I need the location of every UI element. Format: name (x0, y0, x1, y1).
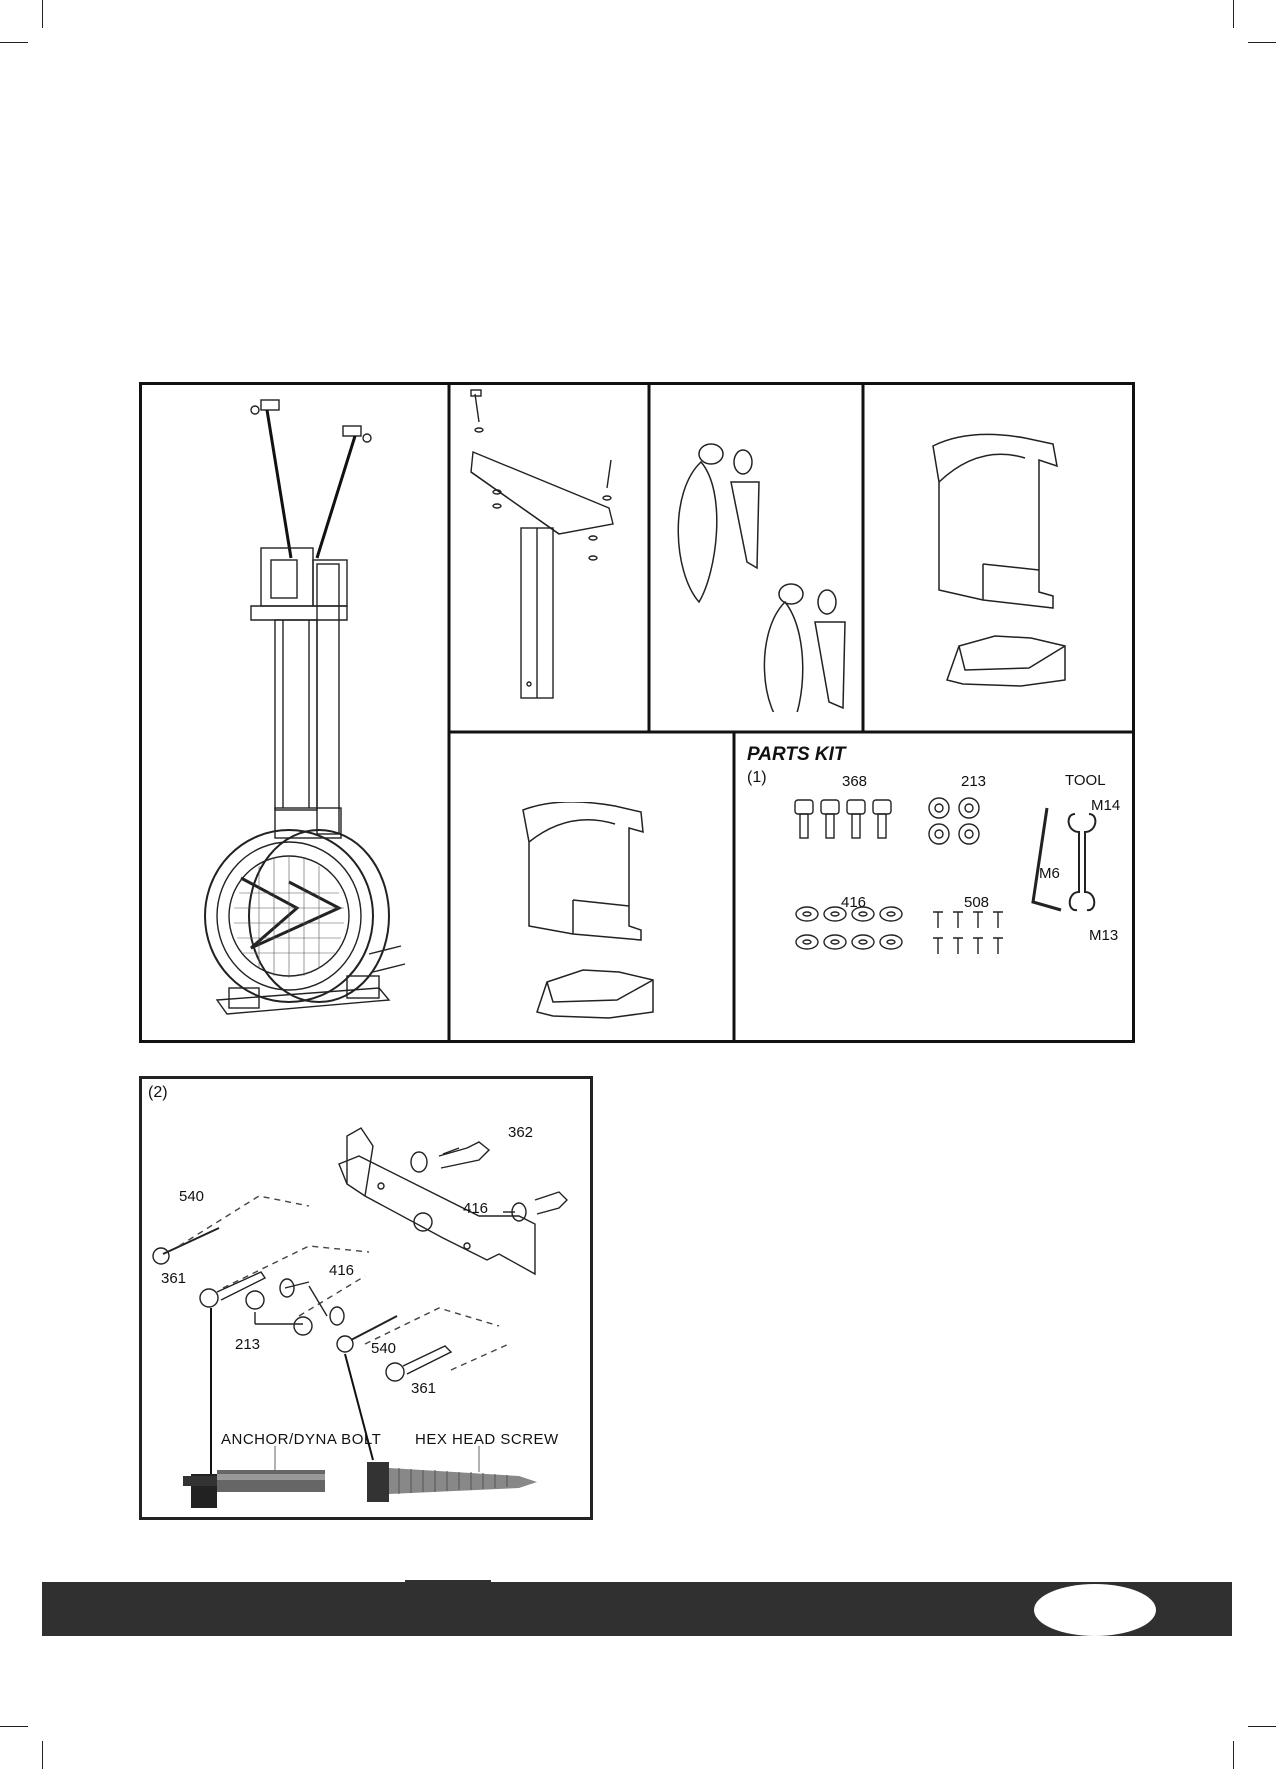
label-362: 362 (508, 1124, 533, 1141)
crop-mark-top-left-h (0, 42, 28, 43)
monitor-arm-illustration (459, 388, 639, 718)
rower-frame-illustration (179, 388, 419, 1028)
label-540-left: 540 (179, 1188, 204, 1205)
parts-kit-title: PARTS KIT (747, 744, 846, 766)
label-416-right: 416 (463, 1200, 488, 1217)
label-361-right: 361 (411, 1380, 436, 1397)
parts-kit-illustration (779, 792, 1129, 962)
crop-mark-bottom-left-v (42, 1741, 43, 1769)
parts-kit-index: (1) (747, 769, 767, 787)
handles-illustration (659, 422, 859, 712)
crop-mark-bottom-right-v (1233, 1741, 1234, 1769)
label-361-left: 361 (161, 1270, 186, 1287)
rail-cover-illustration-b (519, 802, 669, 1032)
label-368: 368 (842, 773, 867, 790)
label-416-middle: 416 (329, 1262, 354, 1279)
crop-mark-bottom-left-h (0, 1726, 28, 1727)
page-number-oval (1034, 1584, 1156, 1636)
rail-cover-illustration-a (929, 432, 1079, 722)
label-540-middle: 540 (371, 1340, 396, 1357)
crop-mark-top-right-h (1248, 42, 1276, 43)
label-tool: TOOL (1065, 772, 1106, 789)
label-213: 213 (961, 773, 986, 790)
crop-mark-top-left-v (42, 0, 43, 28)
crop-mark-bottom-right-h (1248, 1726, 1276, 1727)
bracket-figure: (2) (139, 1076, 593, 1520)
bracket-assembly-illustration (139, 1076, 593, 1520)
label-213: 213 (235, 1336, 260, 1353)
crop-mark-top-right-v (1233, 0, 1234, 28)
parts-figure: PARTS KIT (1) 368 213 TOOL M14 M6 M13 41… (139, 382, 1135, 1043)
hex-screw-caption: HEX HEAD SCREW (415, 1431, 559, 1448)
anchor-bolt-caption: ANCHOR/DYNA BOLT (221, 1431, 381, 1448)
